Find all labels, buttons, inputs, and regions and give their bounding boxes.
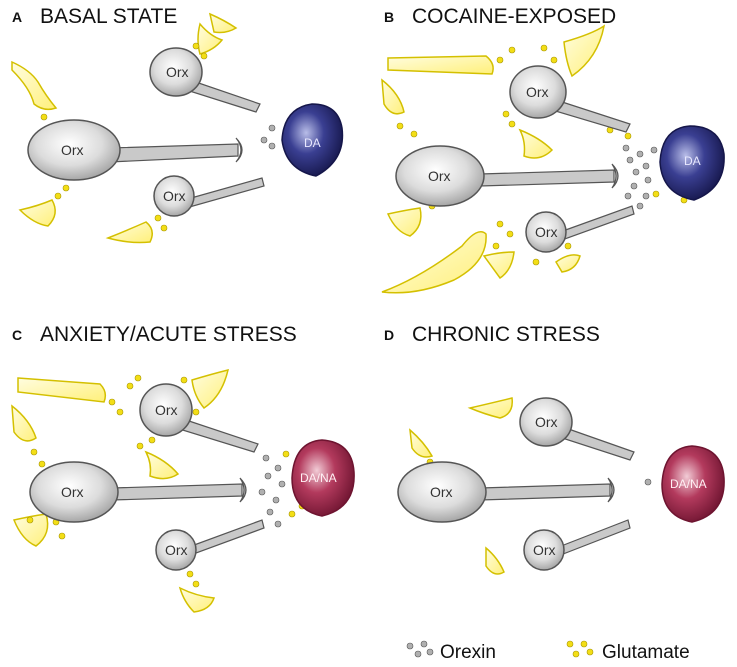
orexin-cell-label: Orx	[535, 224, 558, 240]
orexin-neuron-bottom: Orx	[525, 205, 635, 253]
stress-neuron: DA/NA	[661, 445, 725, 523]
legend-orexin-icon	[406, 640, 434, 658]
da-neuron: DA	[659, 125, 725, 201]
da-label: DA	[684, 154, 701, 168]
panel-a-letter: A	[12, 9, 22, 25]
orexin-neuron-bottom: Orx	[155, 519, 265, 571]
orexin-dots	[258, 454, 286, 528]
orexin-dots	[644, 478, 652, 486]
legend-glutamate-icon	[566, 640, 594, 658]
panel-d-letter: D	[384, 327, 394, 343]
orexin-cell-label: Orx	[535, 414, 558, 430]
panel-a-title: BASAL STATE	[40, 5, 177, 28]
panel-d: D CHRONIC STRESS Orx Orx Orx	[384, 323, 725, 575]
orexin-dots	[260, 124, 276, 150]
panel-c: C ANXIETY/ACUTE STRESS Orx Orx	[11, 323, 355, 613]
orexin-cell-label: Orx	[163, 188, 186, 204]
orexin-cell-label: Orx	[61, 484, 84, 500]
panel-c-letter: C	[12, 327, 22, 343]
panel-b-title: COCAINE-EXPOSED	[412, 5, 616, 28]
da-na-label: DA/NA	[670, 477, 707, 491]
legend-orexin-label: Orexin	[440, 642, 496, 663]
orexin-neuron-top: Orx	[139, 383, 259, 453]
stress-neuron: DA/NA	[291, 439, 355, 517]
orexin-neuron-large: Orx	[397, 461, 615, 523]
glutamate-terminals	[409, 397, 513, 575]
glutamate-terminals	[11, 12, 238, 244]
orexin-cell-label: Orx	[526, 84, 549, 100]
da-neuron: DA	[281, 103, 344, 177]
legend-glutamate-label: Glutamate	[602, 642, 690, 663]
orexin-neuron-top: Orx	[149, 47, 261, 113]
panel-b-letter: B	[384, 9, 394, 25]
orexin-cell-label: Orx	[430, 484, 453, 500]
orexin-neuron-bottom: Orx	[153, 175, 265, 217]
panel-b: B COCAINE-EXPOSED Orx	[381, 5, 725, 294]
orexin-dots	[622, 144, 658, 210]
orexin-neuron-bottom: Orx	[523, 519, 631, 571]
orexin-cell-label: Orx	[166, 64, 189, 80]
orexin-neuron-large: Orx	[27, 119, 243, 181]
glutamate-terminals	[381, 24, 606, 294]
orexin-cell-label: Orx	[155, 402, 178, 418]
orexin-neuron-top: Orx	[509, 65, 631, 133]
orexin-cell-label: Orx	[428, 168, 451, 184]
orexin-neuron-large: Orx	[395, 145, 619, 207]
orexin-cell-label: Orx	[533, 542, 556, 558]
da-label: DA	[304, 136, 321, 150]
panel-a: A BASAL STATE Orx Orx	[11, 5, 344, 244]
da-na-label: DA/NA	[300, 471, 337, 485]
orexin-neuron-top: Orx	[519, 397, 635, 461]
panel-d-title: CHRONIC STRESS	[412, 323, 600, 346]
orexin-cell-label: Orx	[61, 142, 84, 158]
orexin-neuron-large: Orx	[29, 461, 247, 523]
glutamate-terminals	[11, 368, 230, 613]
panel-c-title: ANXIETY/ACUTE STRESS	[40, 323, 297, 346]
legend: Orexin Glutamate	[406, 640, 690, 663]
orexin-cell-label: Orx	[165, 542, 188, 558]
